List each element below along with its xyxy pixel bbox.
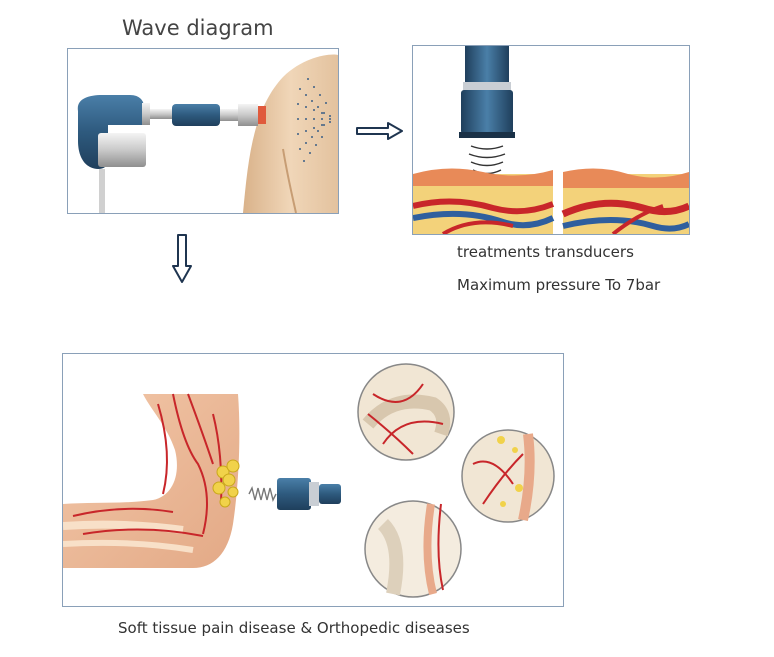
arrow-right-icon [356,122,404,140]
tissue-left [413,168,555,234]
pressure-caption: Maximum pressure To 7bar [457,276,661,294]
diseases-caption: Soft tissue pain disease & Orthopedic di… [118,619,470,637]
small-transducer-body [319,484,341,504]
handpiece-handle [77,95,144,169]
small-transducer-head [277,478,311,510]
tissue-right [561,168,689,234]
spring-coil [248,485,277,503]
transducer-body [465,46,509,88]
detail-circle-1 [357,363,455,461]
arrow-down-icon [172,234,192,284]
shoulder-treatment-panel [67,48,339,214]
wave-diagram-title: Wave diagram [122,16,274,40]
detail-circle-3 [364,500,462,598]
calcification-cluster [212,459,240,508]
transducer-head [238,104,258,126]
handpiece-grip-panel [98,133,146,167]
joint-treatment-illustration [63,363,555,598]
transducer-tissue-panel [412,45,690,235]
handpiece-barrel [172,104,220,126]
transducer-tip [461,90,513,134]
shockwave-dots [297,78,331,162]
shoulder-skin [243,54,338,213]
transducer-tissue-illustration [413,46,689,234]
detail-circle-2 [461,429,555,523]
transducers-caption: treatments transducers [457,243,634,261]
arm-vessels [72,393,223,537]
shoulder-treatment-illustration [77,54,338,213]
joint-treatment-panel [62,353,564,607]
